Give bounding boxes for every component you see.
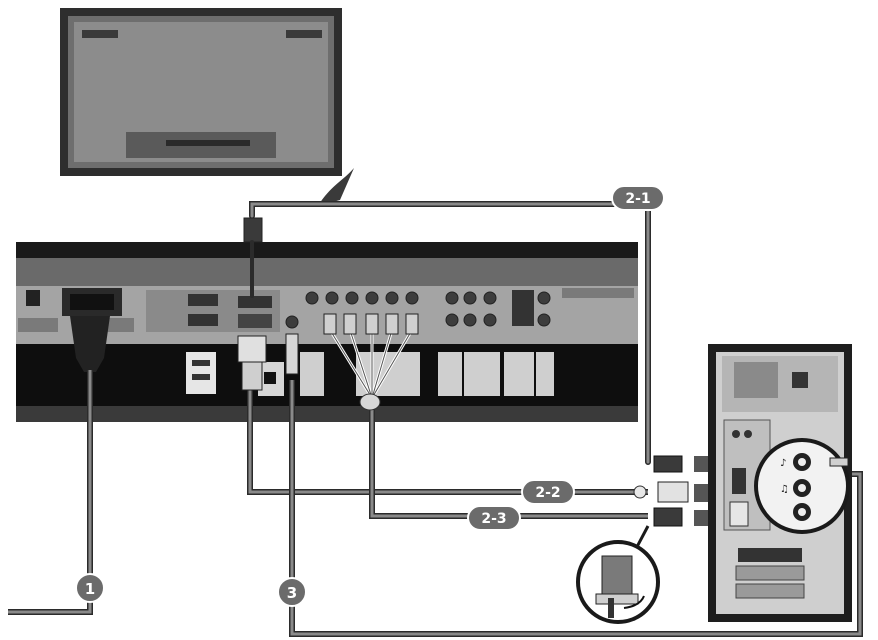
callout-dsub-label: 2-1 [625,191,650,207]
callout-dvi: 2-2 [521,479,575,505]
power-cable [8,370,93,615]
power-plug [70,316,110,372]
power-socket [62,288,122,316]
callout-dsub: 2-1 [611,185,665,211]
callout-dvi-label: 2-2 [535,485,560,501]
dvi-cable [237,335,648,495]
svg-text:♫: ♫ [780,484,789,495]
callout-audio-label: 3 [287,584,297,602]
rca-jacks [285,291,551,329]
monitor-rear-icon [60,8,342,176]
pointer-arrow [318,168,354,206]
bnc-cable [323,313,648,519]
connector-zoom-icon [576,525,660,624]
callout-bnc-label: 2-3 [481,511,506,527]
callout-audio: 3 [277,577,307,607]
svg-text:♪: ♪ [780,458,786,469]
callout-bnc: 2-3 [467,505,521,531]
pc-connectors [633,455,708,527]
dsub-cable [243,201,651,465]
audio-cable [285,333,863,637]
callout-power: 1 [75,573,105,603]
rear-panel [16,242,638,422]
audio-jack-zoom: ♪ ♫ [754,438,850,534]
callout-power-label: 1 [85,580,95,598]
